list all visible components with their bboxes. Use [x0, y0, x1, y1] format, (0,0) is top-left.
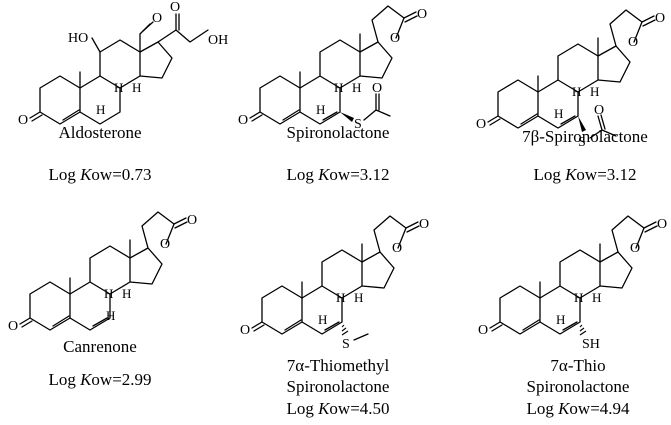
h-label: H — [132, 80, 141, 95]
ketone-oxygen: O — [238, 113, 248, 128]
ketone-oxygen: O — [478, 323, 488, 338]
lactone-carbonyl-oxygen: O — [657, 217, 667, 232]
lactone-ring-oxygen: O — [628, 35, 638, 50]
h-label: H — [104, 286, 113, 301]
lactone-carbonyl-oxygen: O — [419, 217, 429, 232]
h-label: H — [106, 308, 115, 323]
h-label: H — [122, 286, 131, 301]
hydroxyl-group: HO — [68, 31, 88, 46]
h-label: H — [316, 102, 325, 117]
structure-7alpha-thio-spironolactone: O O O SH H H H — [478, 215, 667, 352]
lactone-carbonyl-oxygen: O — [187, 213, 197, 228]
compound-name: 7β-Spironolactone — [522, 127, 648, 146]
h-label: H — [96, 102, 105, 117]
compound-name-line1: 7α-Thiomethyl — [287, 356, 390, 375]
lactone-ring-oxygen: O — [392, 241, 402, 256]
ketone-oxygen: O — [476, 117, 486, 132]
compound-name: Canrenone — [63, 337, 137, 356]
compound-name-line2: Spironolactone — [527, 377, 630, 396]
lactone-ring-oxygen: O — [160, 237, 170, 252]
sulfur-atom: S — [342, 337, 350, 352]
thioester-oxygen: O — [372, 81, 382, 96]
h-label: H — [556, 312, 565, 327]
lactone-ring-oxygen: O — [390, 31, 400, 46]
h-label: H — [352, 80, 361, 95]
lactone-ring-oxygen: O — [630, 241, 640, 256]
ketone-oxygen: O — [18, 113, 28, 128]
compound-name-line2: Spironolactone — [287, 377, 390, 396]
structure-7alpha-thiomethyl-spironolactone: O O O S H H H — [240, 215, 429, 352]
thiol-group: SH — [582, 337, 600, 352]
h-label: H — [554, 106, 563, 121]
hydroxyl-group-right: OH — [208, 33, 228, 48]
log-kow-value: Log Kow=4.50 — [286, 399, 389, 418]
h-label: H — [334, 80, 343, 95]
log-kow-value: Log Kow=3.12 — [533, 165, 636, 184]
structure-7beta-spironolactone: O O O S O H H H — [476, 9, 665, 150]
compound-name: Spironolactone — [287, 123, 390, 142]
h-label: H — [318, 312, 327, 327]
structure-canrenone: O O O H H H — [8, 211, 197, 334]
lactone-carbonyl-oxygen: O — [417, 7, 427, 22]
compound-name: Aldosterone — [58, 123, 141, 142]
h-label: H — [336, 290, 345, 305]
sulfur-atom: S — [578, 135, 586, 150]
structure-spironolactone: O O O S O H H H — [238, 5, 427, 132]
ketone-oxygen: O — [240, 323, 250, 338]
h-label: H — [572, 84, 581, 99]
h-label: H — [574, 290, 583, 305]
log-kow-value: Log Kow=3.12 — [286, 165, 389, 184]
h-label: H — [354, 290, 363, 305]
ketone-oxygen: O — [8, 319, 18, 334]
compound-name-line1: 7α-Thio — [550, 356, 605, 375]
side-chain-oxygen: O — [170, 0, 180, 15]
h-label: H — [114, 80, 123, 95]
structure-aldosterone: O HO O O OH H H H — [18, 0, 228, 128]
log-kow-value: Log Kow=4.94 — [526, 399, 630, 418]
log-kow-value: Log Kow=2.99 — [48, 370, 151, 389]
lactone-carbonyl-oxygen: O — [655, 11, 665, 26]
thioester-oxygen: O — [594, 103, 604, 118]
sulfur-atom: S — [354, 117, 362, 132]
h-label: H — [590, 84, 599, 99]
aldehyde-oxygen: O — [152, 11, 162, 26]
log-kow-value: Log Kow=0.73 — [48, 165, 151, 184]
h-label: H — [592, 290, 601, 305]
